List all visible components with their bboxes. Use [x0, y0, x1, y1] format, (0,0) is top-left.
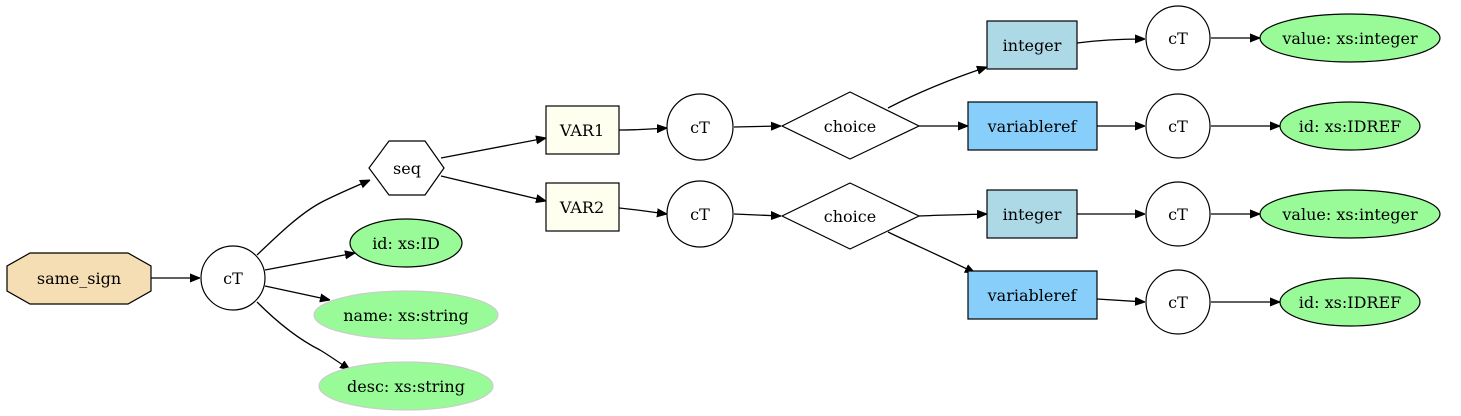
complex-type-label: cT	[1168, 117, 1188, 136]
complex-type-node: cT	[666, 180, 734, 248]
attribute-node: id: xs:ID	[349, 218, 463, 268]
edge-ct1-to-choice1	[733, 126, 781, 127]
edge-var1-to-ct	[618, 128, 667, 130]
attribute-label: name: xs:string	[343, 306, 469, 325]
edge-choice2-to-variableref	[887, 231, 975, 273]
complex-type-label: cT	[690, 118, 710, 137]
attribute-label: id: xs:IDREF	[1299, 293, 1401, 312]
edge-ct-to-desc-attr	[256, 301, 350, 370]
root-octagon-shape	[6, 252, 152, 305]
attribute-node: value: xs:integer	[1259, 189, 1441, 239]
element-label: variableref	[987, 117, 1078, 136]
complex-type-node: cT	[666, 93, 734, 161]
choice-node: choice	[780, 91, 921, 160]
attribute-label: id: xs:IDREF	[1299, 117, 1401, 136]
attribute-node: value: xs:integer	[1259, 13, 1441, 63]
sequence-label: seq	[393, 159, 421, 178]
element-node-integer: integer	[986, 20, 1078, 70]
choice-label: choice	[824, 117, 876, 136]
attribute-node: id: xs:IDREF	[1279, 101, 1421, 151]
root-element-label: same_sign	[37, 269, 121, 288]
complex-type-node: cT	[1145, 269, 1211, 335]
complex-type-label: cT	[1168, 29, 1188, 48]
edge-seq-to-var1	[440, 138, 546, 159]
element-node-variableref: variableref	[967, 270, 1098, 320]
complex-type-label: cT	[1168, 293, 1188, 312]
edge-ct-to-id-attr	[264, 253, 355, 271]
edges	[151, 38, 1280, 370]
choice-node: choice	[780, 182, 921, 250]
complex-type-label: cT	[690, 205, 710, 224]
complex-type-node: cT	[1145, 181, 1211, 247]
root-element-node: same_sign	[6, 252, 152, 305]
element-node-integer: integer	[986, 189, 1078, 239]
edge-integer1-to-ct	[1076, 39, 1145, 43]
edge-ct-to-seq	[256, 179, 370, 256]
edge-seq-to-var2	[440, 175, 546, 201]
complex-type-node: cT	[200, 245, 266, 311]
element-label: integer	[1003, 36, 1062, 55]
element-node-var1: VAR1	[545, 105, 620, 155]
edge-ct-to-name-attr	[264, 285, 330, 300]
attribute-label: id: xs:ID	[372, 234, 440, 253]
element-node-variableref: variableref	[967, 101, 1098, 151]
edge-choice2-to-integer	[918, 214, 987, 216]
sequence-node: seq	[368, 140, 445, 196]
element-label: integer	[1003, 205, 1062, 224]
edge-var2-to-ct	[618, 207, 667, 214]
edge-variableref2-to-ct	[1096, 299, 1145, 302]
element-label: VAR2	[559, 198, 604, 217]
attribute-node: id: xs:IDREF	[1279, 277, 1421, 327]
edge-ct2-to-choice2	[733, 214, 781, 216]
complex-type-node: cT	[1145, 5, 1211, 71]
element-label: variableref	[987, 286, 1078, 305]
attribute-label: value: xs:integer	[1281, 205, 1418, 224]
element-node-var2: VAR2	[545, 182, 620, 232]
edge-choice1-to-integer	[887, 67, 987, 109]
attribute-label: value: xs:integer	[1281, 29, 1418, 48]
choice-label: choice	[824, 207, 876, 226]
element-label: VAR1	[559, 121, 604, 140]
attribute-node: name: xs:string	[313, 290, 499, 340]
complex-type-label: cT	[223, 269, 243, 288]
complex-type-label: cT	[1168, 205, 1188, 224]
attribute-node: desc: xs:string	[318, 361, 494, 411]
complex-type-node: cT	[1145, 93, 1211, 159]
attribute-label: desc: xs:string	[347, 377, 465, 396]
